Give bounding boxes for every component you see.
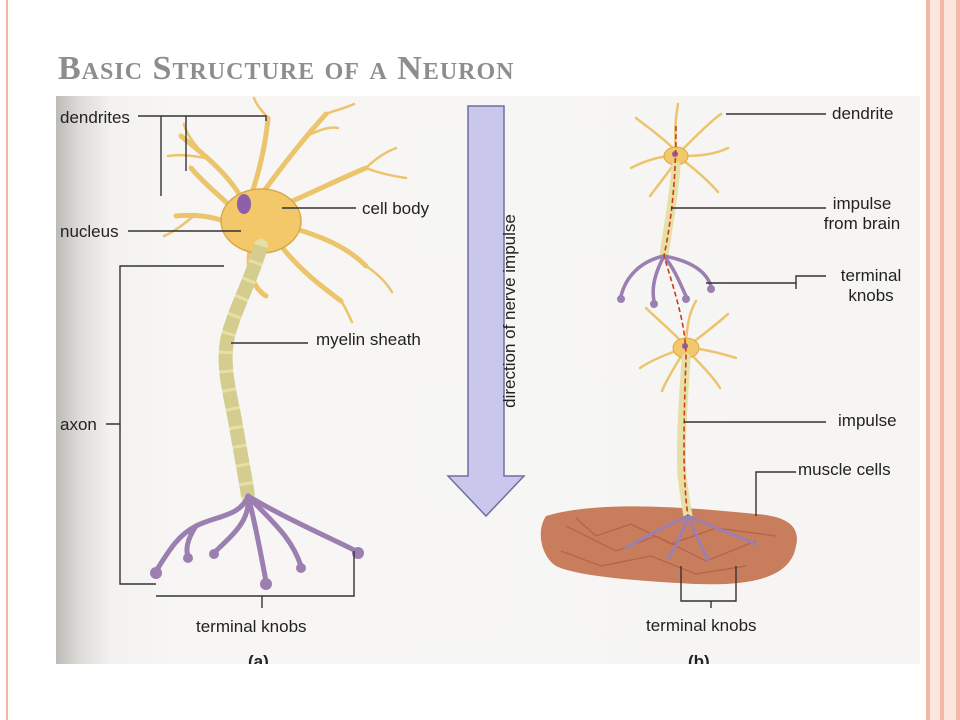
decorative-stripes	[920, 0, 960, 720]
label-dendrites: dendrites	[60, 108, 130, 127]
impulse-path-b	[663, 125, 689, 517]
panel-letter-b: (b)	[688, 652, 710, 664]
label-myelin-sheath: myelin sheath	[316, 330, 421, 349]
nerve-impulse-arrow	[446, 105, 526, 518]
label-cell-body: cell body	[362, 199, 430, 218]
neuron-b	[540, 102, 826, 608]
label-muscle-cells: muscle cells	[798, 460, 891, 479]
label-terminal-knobs-b: terminal knobs	[840, 266, 902, 305]
label-impulse: impulse	[838, 411, 897, 430]
neuron-illustration	[106, 96, 826, 608]
label-impulse-from-brain: impulse from brain	[823, 194, 901, 233]
nucleus-a	[237, 194, 251, 214]
label-axon: axon	[60, 415, 97, 434]
muscle-cells-b	[540, 506, 797, 585]
neuron-figure: dendrites nucleus cell body myelin sheat…	[56, 96, 920, 664]
neuron-a	[106, 96, 408, 608]
terminal-branches-a	[153, 493, 359, 584]
label-nucleus: nucleus	[60, 222, 119, 241]
label-terminal-knobs-a: terminal knobs	[196, 617, 307, 636]
label-terminal-knobs-bottom: terminal knobs	[646, 616, 757, 635]
panel-letter-a: (a)	[248, 652, 269, 664]
label-direction-of-nerve-impulse: direction of nerve impulse	[500, 214, 519, 408]
slide-title: Basic Structure of a Neuron	[58, 50, 515, 87]
label-dendrite: dendrite	[832, 104, 894, 123]
arrow-label-wrap: direction of nerve impulse	[490, 191, 530, 431]
